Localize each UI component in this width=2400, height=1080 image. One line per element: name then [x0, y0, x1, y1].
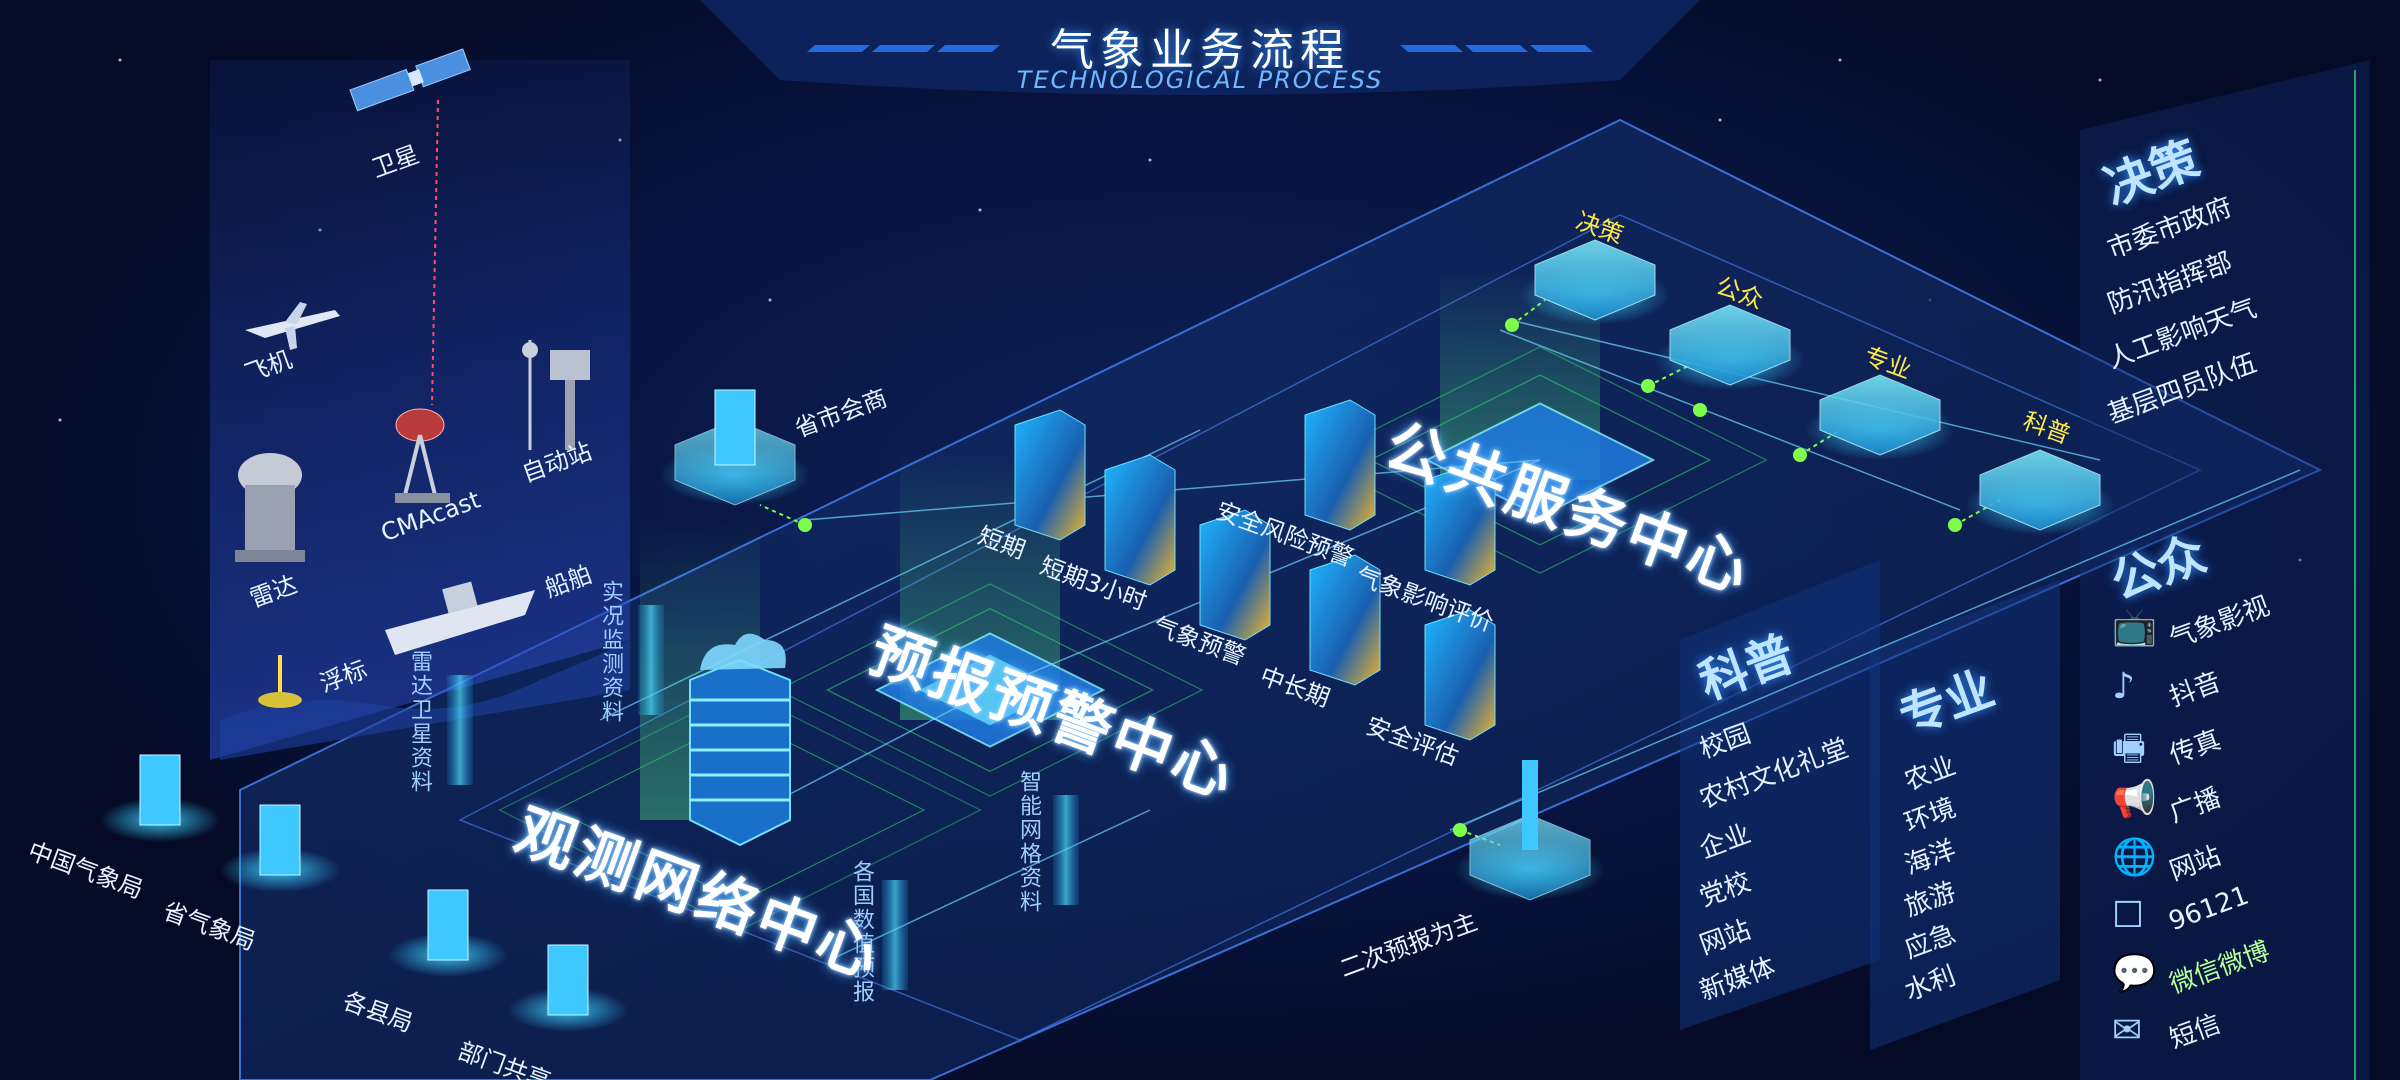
- link-nodes: [798, 318, 1962, 837]
- observation-center-rings: [498, 689, 982, 931]
- fax-icon: 🖷: [2112, 728, 2146, 769]
- wechat-icon: 💬: [2112, 953, 2157, 994]
- page-title: 气象业务流程: [1050, 25, 1350, 76]
- header-stripes: [807, 45, 1593, 52]
- professional-card: [1870, 580, 2060, 1050]
- header-band: [700, 0, 1700, 95]
- science-card: [1680, 560, 1880, 1030]
- label-numerical-forecast: 各国数值预报: [849, 860, 874, 1004]
- inner-platform-outline: [458, 214, 2202, 1041]
- service-node-boxes: [1520, 239, 2115, 535]
- plane-icon: [245, 302, 340, 350]
- tiktok-icon: ♪: [2112, 666, 2135, 707]
- ship-icon: [385, 581, 535, 655]
- right-panel: [2080, 60, 2370, 1080]
- radar-icon: [235, 453, 305, 562]
- label-live-monitoring: 实况监测资料: [598, 580, 623, 724]
- mail-icon: ✉: [2112, 1010, 2143, 1051]
- label-grid-data: 智能网格资料: [1016, 770, 1041, 914]
- auto-station-icon: [522, 340, 590, 450]
- secondary-building: [1455, 760, 1605, 901]
- globe-icon: 🌐: [2112, 837, 2157, 878]
- consult-building: [660, 389, 810, 506]
- tv-icon: 📺: [2112, 607, 2157, 648]
- data-pillars: [447, 605, 1079, 990]
- sea-waves: [220, 640, 630, 760]
- agency-buildings: [100, 754, 628, 1032]
- phone-icon: ☐: [2112, 895, 2145, 936]
- broadcast-icon: 📢: [2112, 779, 2157, 820]
- forecast-towers: [1014, 399, 1496, 741]
- cmacast-dish-icon: [395, 408, 450, 503]
- observation-server-stack: [689, 633, 791, 847]
- label-radar-satellite-data: 雷达卫星资料: [407, 650, 432, 794]
- buoy-icon: [258, 655, 302, 708]
- satellite-icon: [349, 48, 471, 112]
- page-subtitle: TECHNOLOGICAL PROCESS: [1016, 66, 1384, 94]
- satellite-link: [431, 99, 439, 406]
